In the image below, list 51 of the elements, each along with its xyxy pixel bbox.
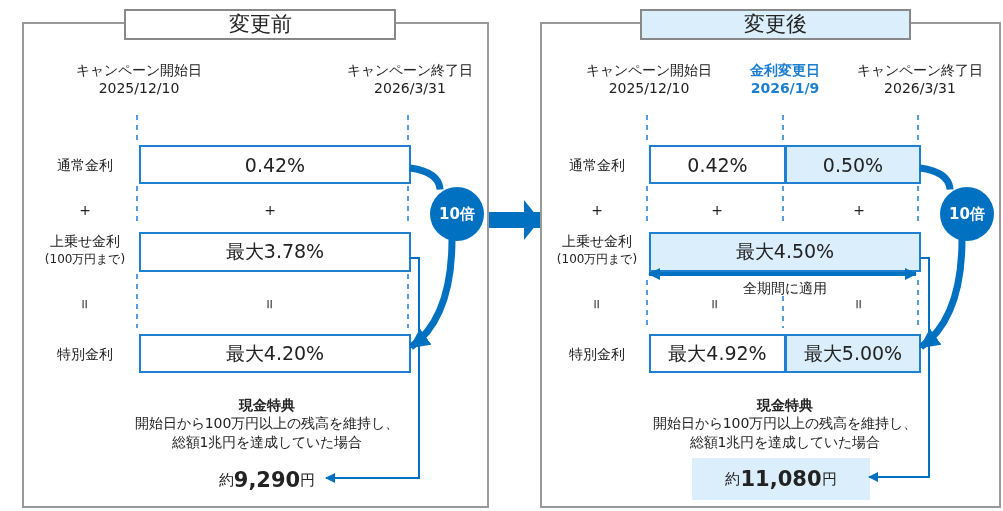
operator-sign: + [853,201,865,219]
date-value: 2026/3/31 [884,79,956,97]
date-label: キャンペーン終了日 [857,61,983,79]
rate-box: 最大5.00% [785,334,921,373]
condition-text: 開始日から100万円以上の残高を維持し、総額1兆円を達成していた場合 [133,414,401,452]
panel-heading: 変更後 [640,9,911,40]
row-label: 通常金利 [569,156,625,174]
operator-sign: ＝ [76,296,94,312]
amount-text: 約9,290円 [207,464,327,496]
operator-sign: ＝ [588,296,606,312]
operator-sign: + [264,201,276,219]
row-label: 上乗せ金利 [50,232,120,250]
date-value: 2025/12/10 [98,79,180,97]
rate-box: 0.42% [649,145,786,184]
condition-text: 開始日から100万円以上の残高を維持し、総額1兆円を達成していた場合 [651,414,919,452]
operator-sign: + [591,201,603,219]
row-label: 特別金利 [57,345,113,363]
operator-sign: + [79,201,91,219]
date-label: キャンペーン開始日 [76,61,202,79]
operator-sign: ＝ [850,296,868,312]
row-label: 上乗せ金利 [562,232,632,250]
date-label: キャンペーン終了日 [347,61,473,79]
operator-sign: ＝ [706,296,724,312]
date-value: 2026/3/31 [374,79,446,97]
rate-box: 最大4.92% [649,334,786,373]
rate-box: 0.42% [139,145,411,184]
arrow [868,257,930,482]
rate-box: 最大4.50% [649,232,921,272]
section-heading: 現金特典 [239,395,295,415]
rate-box: 0.50% [785,145,921,184]
date-value: 2026/1/9 [750,79,820,97]
date-label: 金利変更日 [750,61,820,79]
multiplier-badge: 10倍 [430,187,484,241]
period-note: 全期間に適用 [743,279,827,297]
row-label: 通常金利 [57,156,113,174]
rate-box: 最大3.78% [139,232,411,272]
arrow [408,238,456,350]
operator-sign: + [711,201,723,219]
multiplier-badge: 10倍 [940,187,994,241]
row-note: (100万円まで) [44,251,126,268]
arrow [918,238,966,350]
date-value: 2025/12/10 [608,79,690,97]
panel-heading: 変更前 [124,9,396,40]
row-label: 特別金利 [569,345,625,363]
arrow [325,257,420,483]
section-heading: 現金特典 [757,395,813,415]
date-label: キャンペーン開始日 [586,61,712,79]
rate-box: 最大4.20% [139,334,411,373]
block-arrow [489,200,540,240]
operator-sign: ＝ [261,296,279,312]
row-note: (100万円まで) [556,251,638,268]
